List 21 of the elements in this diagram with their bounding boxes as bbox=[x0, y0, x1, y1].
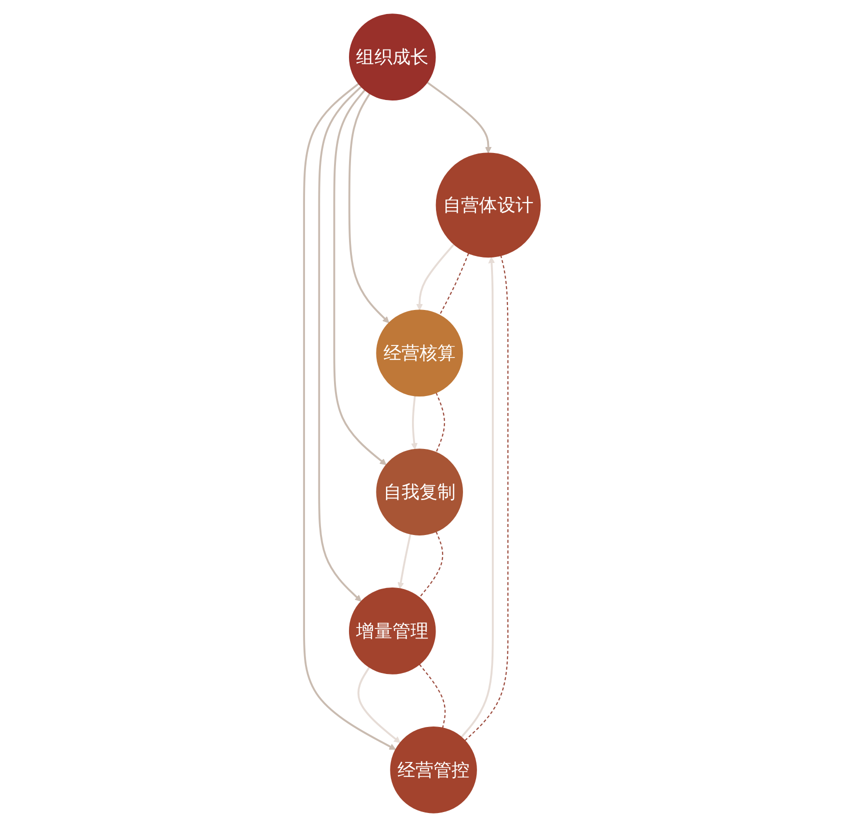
connector bbox=[418, 532, 443, 598]
arrow bbox=[416, 244, 454, 310]
node-circle: 自我复制 bbox=[376, 448, 463, 536]
connector bbox=[464, 256, 508, 741]
connector bbox=[435, 392, 445, 453]
arrow bbox=[357, 666, 400, 744]
connector bbox=[418, 664, 446, 728]
arrow bbox=[348, 93, 390, 324]
node-circle: 经营管控 bbox=[390, 726, 477, 814]
node-circle: 自营体设计 bbox=[436, 152, 541, 258]
arrow bbox=[460, 256, 495, 738]
arrow bbox=[426, 82, 492, 154]
arrow bbox=[410, 396, 418, 450]
node-circle: 增量管理 bbox=[348, 588, 436, 674]
arrow bbox=[333, 90, 386, 466]
connector bbox=[438, 253, 469, 316]
arrow bbox=[397, 534, 412, 589]
node-circle: 组织成长 bbox=[348, 14, 436, 101]
node-circle: 经营核算 bbox=[376, 310, 463, 397]
arrow bbox=[318, 86, 362, 602]
arrow bbox=[302, 82, 396, 750]
